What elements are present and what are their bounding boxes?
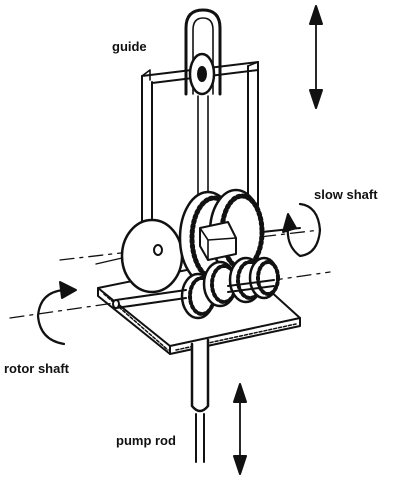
crank-disc bbox=[122, 220, 182, 292]
rotor-shaft-rotation-arrow bbox=[38, 282, 76, 344]
left-frame-rod bbox=[142, 70, 152, 226]
rotor-pointer-line bbox=[96, 258, 122, 264]
right-frame-rods bbox=[248, 62, 258, 210]
slow-shaft-axis bbox=[60, 230, 320, 260]
label-guide: guide bbox=[112, 39, 147, 54]
vertical-motion-arrow-top bbox=[310, 6, 322, 108]
label-rotor-shaft: rotor shaft bbox=[4, 361, 69, 376]
pump-rod bbox=[192, 340, 208, 462]
slow-shaft-rotation-arrow bbox=[283, 204, 320, 256]
central-block bbox=[200, 222, 236, 260]
label-slow-shaft: slow shaft bbox=[314, 187, 378, 202]
vertical-motion-arrow-bottom bbox=[234, 384, 246, 474]
guide bbox=[186, 10, 220, 94]
pinion-gear-right-b bbox=[250, 258, 278, 298]
upper-crossbar bbox=[142, 54, 258, 94]
rotor-shaft bbox=[113, 280, 274, 308]
label-pump-rod: pump rod bbox=[116, 433, 176, 448]
